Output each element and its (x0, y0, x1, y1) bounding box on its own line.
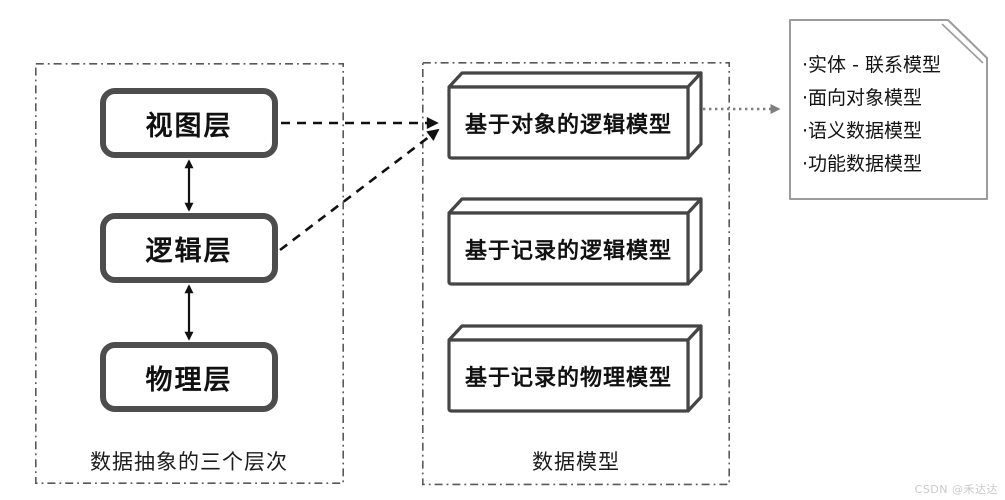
model-box-object-logical-label: 基于对象的逻辑模型 (464, 112, 672, 138)
watermark: CSDN @禾达达 (914, 483, 998, 496)
abstraction-panel-caption: 数据抽象的三个层次 (90, 450, 288, 474)
note-item: ·实体 - 联系模型 (802, 54, 941, 76)
model-box-record-logical-shape (447, 197, 703, 286)
model-panel-border (421, 61, 730, 486)
note-item: ·面向对象模型 (802, 87, 923, 109)
layer-box-view-label: 视图层 (145, 110, 233, 142)
layer-box-view: 视图层 (100, 88, 278, 158)
layer-box-physical-label: 物理层 (145, 364, 233, 396)
note-item: ·语义数据模型 (802, 120, 923, 142)
logic-to-object-arrow (279, 128, 440, 252)
layer-box-logic-label: 逻辑层 (145, 235, 233, 267)
model-box-record-physical-label: 基于记录的物理模型 (464, 365, 672, 391)
note-list: ·实体 - 联系模型 ·面向对象模型 ·语义数据模型 ·功能数据模型 (802, 49, 982, 181)
model-box-record-logical-label: 基于记录的逻辑模型 (464, 238, 672, 264)
abstraction-panel-border (34, 62, 344, 484)
note-shape (789, 19, 988, 200)
layer-box-physical: 物理层 (100, 342, 278, 412)
note-item: ·功能数据模型 (802, 153, 923, 175)
model-box-object-logical-shape (447, 71, 703, 160)
layer-box-logic: 逻辑层 (100, 213, 278, 283)
model-panel-caption: 数据模型 (532, 450, 620, 474)
model-box-record-physical-shape (447, 324, 703, 413)
